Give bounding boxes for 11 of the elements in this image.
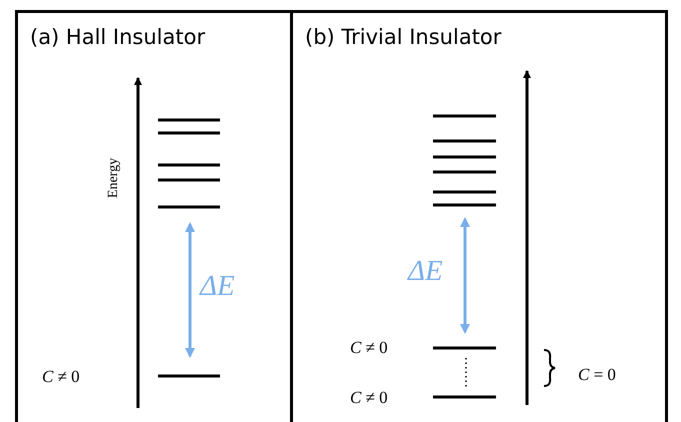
axis-label: Energy [107, 158, 122, 198]
panel-title: (a) Hall Insulator [30, 27, 206, 48]
panel-frame [15, 10, 293, 422]
chern-number-label: C ≠ 0 [350, 339, 388, 356]
panel-title: (b) Trivial Insulator [305, 27, 502, 48]
chern-number-label: C ≠ 0 [42, 368, 80, 385]
chern-number-label: C = 0 [578, 366, 616, 383]
panel-frame [290, 10, 668, 422]
energy-gap-label: ΔE [200, 272, 235, 301]
energy-gap-label: ΔE [408, 257, 443, 286]
chern-number-label: C ≠ 0 [350, 389, 388, 406]
